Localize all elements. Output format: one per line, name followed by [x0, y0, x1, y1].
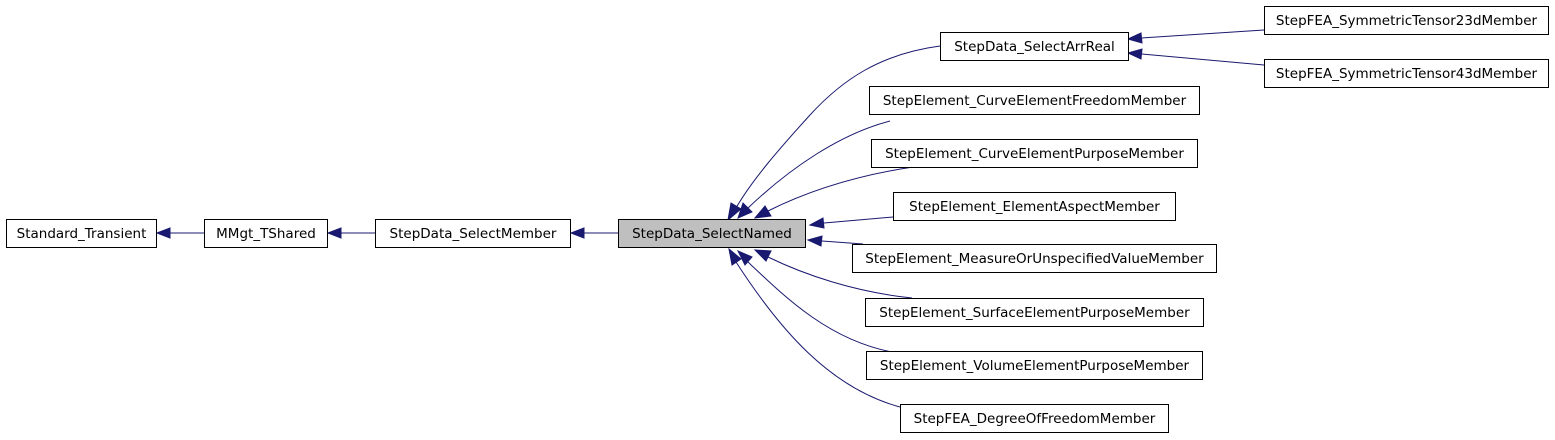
node-label: StepData_SelectArrReal: [954, 39, 1115, 55]
edge-surfaceelementpurposemember-to-stepdata-selectnamed: [753, 249, 913, 299]
edge-curveelementfreedommember-to-stepdata-selectnamed: [737, 120, 891, 219]
edge-stepdata-selectarrreal-to-stepdata-selectnamed: [727, 45, 941, 222]
node-label: StepElement_ElementAspectMember: [909, 199, 1160, 215]
node-stepelement-surfaceelementpurposemember[interactable]: StepElement_SurfaceElementPurposeMember: [865, 298, 1204, 327]
node-stepdata-selectnamed[interactable]: StepData_SelectNamed: [618, 219, 806, 248]
node-standard-transient[interactable]: Standard_Transient: [6, 219, 157, 248]
node-label: StepElement_MeasureOrUnspecifiedValueMem…: [865, 251, 1204, 267]
node-mmgt-tshared[interactable]: MMgt_TShared: [204, 219, 328, 248]
edge-symmetrictensor23dmember-to-stepdata-selectarrreal: [1126, 29, 1265, 44]
node-stepelement-elementaspectmember[interactable]: StepElement_ElementAspectMember: [893, 192, 1176, 221]
edge-degreeoffreedommember-to-stepdata-selectnamed: [728, 247, 901, 408]
node-label: StepData_SelectMember: [390, 226, 557, 242]
edge-measureorunspecifiedvaluemember-to-stepdata-selectnamed: [806, 235, 864, 247]
edge-symmetrictensor43dmember-to-stepdata-selectarrreal: [1126, 48, 1265, 66]
node-stepelement-curveelementfreedommember[interactable]: StepElement_CurveElementFreedomMember: [869, 86, 1200, 115]
edges: [155, 29, 1265, 408]
node-label: StepData_SelectNamed: [632, 226, 792, 242]
node-stepfea-degreeoffreedommember[interactable]: StepFEA_DegreeOfFreedomMember: [900, 404, 1169, 433]
node-label: Standard_Transient: [17, 226, 147, 242]
edge-elementaspectmember-to-stepdata-selectnamed: [808, 216, 894, 229]
node-stepdata-selectmember[interactable]: StepData_SelectMember: [375, 219, 571, 248]
node-label: StepFEA_SymmetricTensor43dMember: [1276, 66, 1538, 82]
node-stepfea-symmetrictensor43dmember[interactable]: StepFEA_SymmetricTensor43dMember: [1264, 59, 1549, 88]
edge-curveelementpurposemember-to-stepdata-selectnamed: [753, 166, 914, 219]
node-label: StepElement_SurfaceElementPurposeMember: [879, 305, 1190, 321]
node-label: StepFEA_DegreeOfFreedomMember: [914, 411, 1156, 427]
edge-mmgt-tshared-to-standard-transient: [155, 227, 204, 239]
node-label: StepElement_CurveElementPurposeMember: [885, 146, 1184, 162]
node-stepelement-curveelementpurposemember[interactable]: StepElement_CurveElementPurposeMember: [871, 139, 1198, 168]
edge-volumeelementpurposemember-to-stepdata-selectnamed: [736, 250, 893, 353]
node-stepfea-symmetrictensor23dmember[interactable]: StepFEA_SymmetricTensor23dMember: [1264, 6, 1549, 35]
node-stepelement-volumeelementpurposemember[interactable]: StepElement_VolumeElementPurposeMember: [866, 351, 1203, 380]
node-label: StepFEA_SymmetricTensor23dMember: [1276, 13, 1538, 29]
edge-stepdata-selectnamed-to-stepdata-selectmember: [569, 227, 618, 239]
node-label: StepElement_VolumeElementPurposeMember: [880, 358, 1190, 374]
node-stepelement-measureorunspecifiedvaluemember[interactable]: StepElement_MeasureOrUnspecifiedValueMem…: [852, 244, 1217, 273]
edge-stepdata-selectmember-to-mmgt-tshared: [326, 227, 375, 239]
node-label: StepElement_CurveElementFreedomMember: [883, 93, 1187, 109]
node-label: MMgt_TShared: [216, 226, 316, 242]
node-stepdata-selectarrreal[interactable]: StepData_SelectArrReal: [940, 32, 1129, 61]
